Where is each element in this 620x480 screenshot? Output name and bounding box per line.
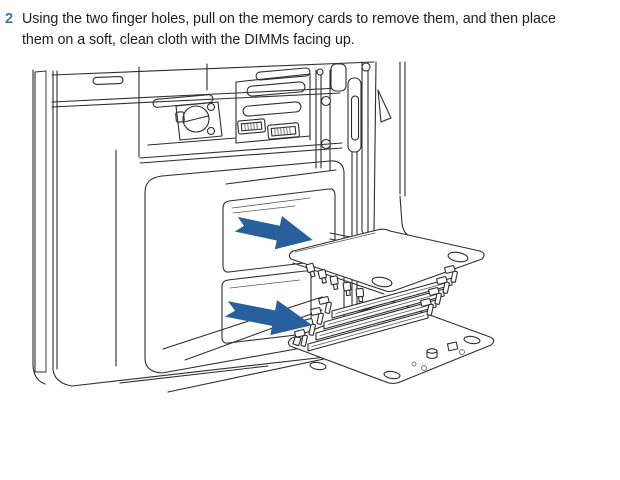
locking-thumbscrew (152, 94, 223, 141)
dimm-slots (307, 277, 453, 352)
board-components (292, 335, 465, 371)
step-text-line-1: Using the two finger holes, pull on the … (22, 11, 556, 27)
pull-arrow-bottom (224, 300, 313, 336)
step-text-line-2: them on a soft, clean cloth with the DIM… (22, 32, 355, 48)
pull-arrow-top (234, 216, 313, 250)
side-frame-latch (329, 61, 415, 309)
step-instruction: 2 Using the two finger holes, pull on th… (5, 9, 611, 51)
lower-memory-card-dimm-slots (287, 264, 495, 385)
front-bezel-grille (32, 69, 73, 387)
step-text: Using the two finger holes, pull on the … (22, 9, 556, 51)
optical-drive-bay (92, 63, 208, 158)
card-connectors (237, 118, 300, 140)
step-number: 2 (5, 11, 14, 27)
upper-memory-card (288, 228, 485, 303)
tower-chassis (32, 61, 429, 393)
